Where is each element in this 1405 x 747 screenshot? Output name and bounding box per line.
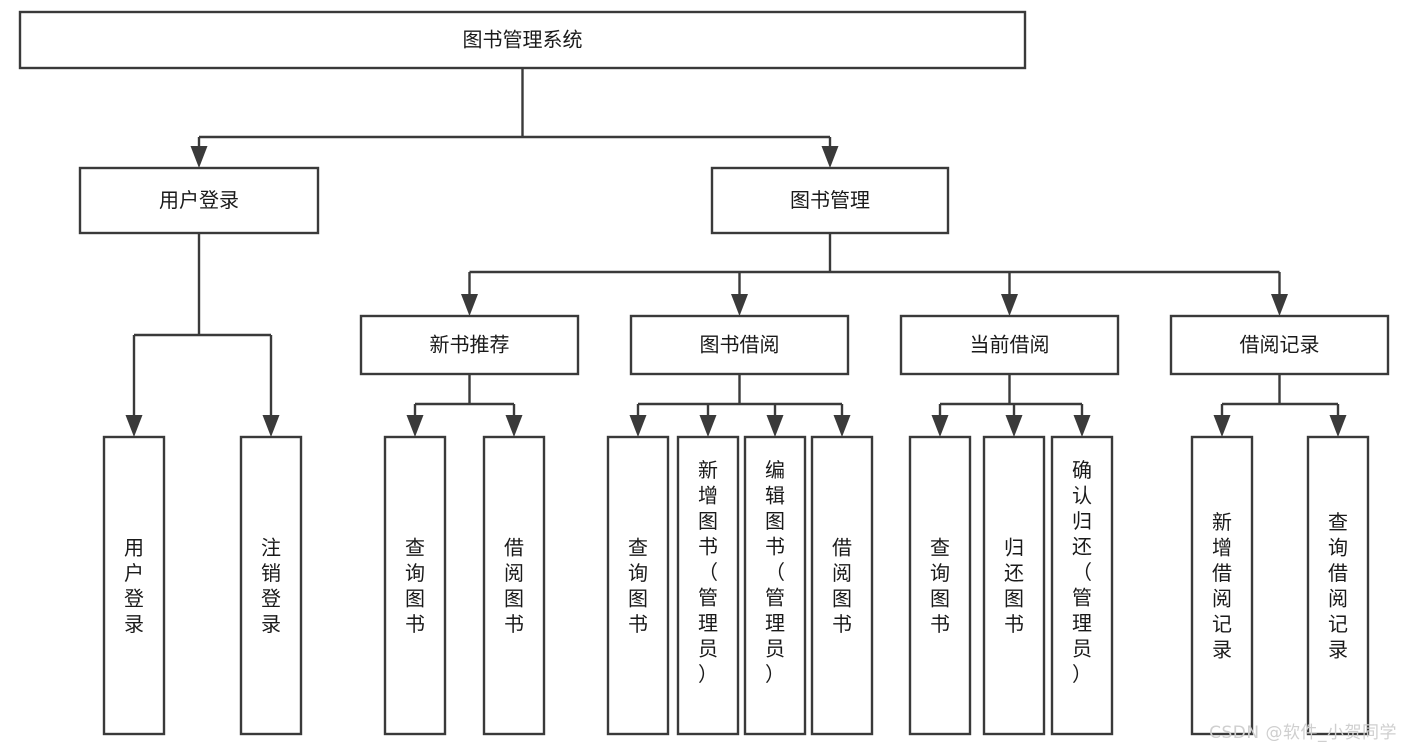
edge-group-current-borrow	[931, 374, 1091, 437]
node-label: 借阅图书	[504, 535, 524, 636]
node-leaf-borrow-book[interactable]: 借阅图书	[810, 435, 874, 736]
node-leaf-query-book-borrow[interactable]: 查询图书	[606, 435, 670, 736]
node-leaf-edit-book-admin[interactable]: 编辑图书（管理员）	[743, 435, 807, 736]
node-label: 确认归还（管理员）	[1072, 458, 1092, 686]
node-box[interactable]	[1169, 314, 1390, 376]
node-label: 借阅记录	[1240, 333, 1320, 357]
node-box[interactable]	[1306, 435, 1370, 736]
node-box[interactable]	[102, 435, 166, 736]
node-label: 用户登录	[124, 535, 144, 636]
edge-group-book-borrow	[629, 374, 851, 437]
node-label: 编辑图书（管理员）	[765, 458, 785, 686]
arrow-head-icon	[731, 294, 748, 316]
nodes-layer: 图书管理系统用户登录图书管理新书推荐图书借阅当前借阅借阅记录用户登录注销登录查询…	[18, 10, 1390, 736]
node-box[interactable]	[1190, 435, 1254, 736]
node-label: 图书借阅	[700, 333, 780, 357]
arrow-head-icon	[1073, 415, 1091, 437]
csdn-watermark: CSDN @软件_小贺同学	[1209, 723, 1397, 743]
arrow-head-icon	[461, 294, 478, 316]
arrow-head-icon	[262, 415, 280, 437]
arrow-head-icon	[629, 415, 647, 437]
node-leaf-add-book-admin[interactable]: 新增图书（管理员）	[676, 435, 740, 736]
edge-group-user-login	[125, 233, 280, 437]
node-label: 归还图书	[1004, 535, 1024, 636]
node-box[interactable]	[1050, 435, 1114, 736]
node-box[interactable]	[606, 435, 670, 736]
arrow-head-icon	[1001, 294, 1018, 316]
node-label: 当前借阅	[970, 333, 1050, 357]
arrow-head-icon	[406, 415, 424, 437]
arrow-head-icon	[821, 146, 839, 168]
node-label: 查询图书	[930, 535, 950, 636]
node-current-borrow[interactable]: 当前借阅	[899, 314, 1120, 376]
edge-group-book-mgmt	[461, 233, 1288, 316]
node-box[interactable]	[982, 435, 1046, 736]
node-box[interactable]	[743, 435, 807, 736]
node-leaf-return-book[interactable]: 归还图书	[982, 435, 1046, 736]
node-box[interactable]	[676, 435, 740, 736]
node-new-book-rec[interactable]: 新书推荐	[359, 314, 580, 376]
node-box[interactable]	[383, 435, 447, 736]
node-leaf-borrow-book-rec[interactable]: 借阅图书	[482, 435, 546, 736]
arrow-head-icon	[699, 415, 717, 437]
edge-group-borrow-record	[1213, 374, 1347, 437]
arrow-head-icon	[766, 415, 784, 437]
node-box[interactable]	[710, 166, 950, 235]
node-book-mgmt[interactable]: 图书管理	[710, 166, 950, 235]
node-root[interactable]: 图书管理系统	[18, 10, 1027, 70]
arrow-head-icon	[505, 415, 523, 437]
node-label: 新增图书（管理员）	[698, 458, 718, 686]
arrow-head-icon	[1005, 415, 1023, 437]
arrow-head-icon	[833, 415, 851, 437]
node-borrow-record[interactable]: 借阅记录	[1169, 314, 1390, 376]
node-label: 查询借阅记录	[1328, 510, 1348, 662]
node-user-login[interactable]: 用户登录	[78, 166, 320, 235]
node-box[interactable]	[239, 435, 303, 736]
node-leaf-query-borrow-record[interactable]: 查询借阅记录	[1306, 435, 1370, 736]
edge-group-root	[190, 68, 839, 168]
arrow-head-icon	[1271, 294, 1288, 316]
node-book-borrow[interactable]: 图书借阅	[629, 314, 850, 376]
node-label: 新增借阅记录	[1212, 510, 1232, 662]
node-box[interactable]	[18, 10, 1027, 70]
arrow-head-icon	[190, 146, 208, 168]
node-leaf-add-borrow-record[interactable]: 新增借阅记录	[1190, 435, 1254, 736]
node-leaf-user-logout[interactable]: 注销登录	[239, 435, 303, 736]
node-label: 借阅图书	[832, 535, 852, 636]
node-leaf-query-book-current[interactable]: 查询图书	[908, 435, 972, 736]
node-label: 新书推荐	[430, 333, 510, 357]
node-leaf-user-login[interactable]: 用户登录	[102, 435, 166, 736]
node-box[interactable]	[78, 166, 320, 235]
arrow-head-icon	[125, 415, 143, 437]
node-box[interactable]	[908, 435, 972, 736]
node-box[interactable]	[629, 314, 850, 376]
node-label: 查询图书	[405, 535, 425, 636]
node-box[interactable]	[899, 314, 1120, 376]
node-label: 图书管理系统	[463, 28, 583, 52]
node-label: 查询图书	[628, 535, 648, 636]
node-label: 图书管理	[790, 188, 870, 212]
node-label: 注销登录	[261, 535, 281, 636]
node-box[interactable]	[359, 314, 580, 376]
arrow-head-icon	[931, 415, 949, 437]
edge-group-new-book-rec	[406, 374, 523, 437]
node-leaf-query-book-rec[interactable]: 查询图书	[383, 435, 447, 736]
node-leaf-confirm-return-admin[interactable]: 确认归还（管理员）	[1050, 435, 1114, 736]
arrow-head-icon	[1329, 415, 1347, 437]
node-box[interactable]	[482, 435, 546, 736]
node-label: 用户登录	[159, 188, 239, 212]
edges-layer	[125, 68, 1347, 437]
node-box[interactable]	[810, 435, 874, 736]
arrow-head-icon	[1213, 415, 1231, 437]
